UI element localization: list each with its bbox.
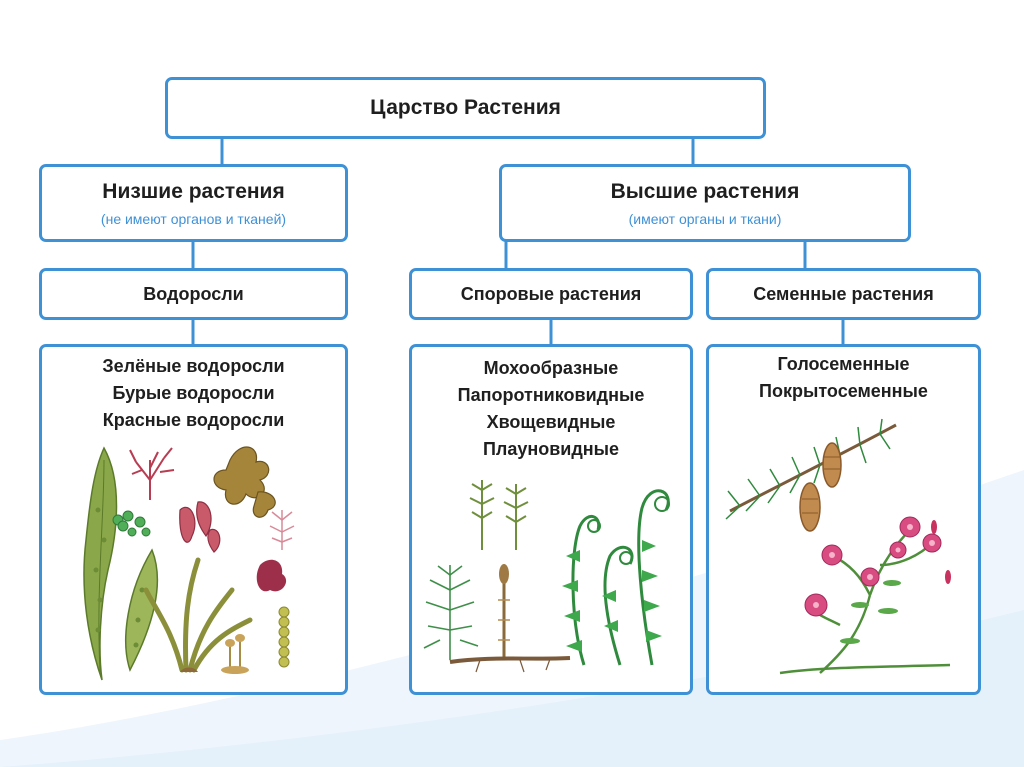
list-item: Хвощевидные: [486, 412, 616, 432]
spore-plants-label-box: Споровые растения: [409, 268, 693, 320]
seed-plants-label-box: Семенные растения: [706, 268, 981, 320]
seed-list: Голосеменные Покрытосеменные: [709, 351, 978, 405]
seed-plants-label: Семенные растения: [753, 283, 934, 304]
list-item: Папоротниковидные: [457, 385, 645, 405]
higher-plants-box: Высшие растения (имеют органы и ткани): [499, 164, 911, 242]
list-item: Бурые водоросли: [112, 383, 275, 403]
lower-plants-title: Низшие растения: [102, 180, 285, 204]
root-box: Царство Растения: [165, 77, 766, 139]
higher-plants-title: Высшие растения: [610, 180, 800, 204]
list-item: Мохообразные: [483, 358, 619, 378]
list-item: Плауновидные: [482, 439, 620, 459]
algae-label-box: Водоросли: [39, 268, 348, 320]
spore-list: Мохообразные Папоротниковидные Хвощевидн…: [412, 355, 690, 463]
spore-content-box: Мохообразные Папоротниковидные Хвощевидн…: [409, 344, 693, 695]
list-item: Покрытосеменные: [759, 381, 928, 401]
algae-label: Водоросли: [143, 283, 244, 304]
list-item: Зелёные водоросли: [102, 356, 285, 376]
lower-plants-subtitle: (не имеют органов и тканей): [100, 210, 287, 227]
seed-content-box: Голосеменные Покрытосеменные: [706, 344, 981, 695]
spore-plants-label: Споровые растения: [460, 283, 642, 304]
pine-branch-flower-illustration: [725, 418, 951, 675]
list-item: Красные водоросли: [102, 410, 285, 430]
lower-plants-box: Низшие растения (не имеют органов и ткан…: [39, 164, 348, 242]
root-title: Царство Растения: [370, 96, 561, 120]
list-item: Голосеменные: [777, 354, 910, 374]
algae-list: Зелёные водоросли Бурые водоросли Красны…: [42, 353, 345, 434]
higher-plants-subtitle: (имеют органы и ткани): [628, 210, 782, 227]
moss-fern-horsetail-illustration: [423, 480, 670, 673]
algae-illustration: [83, 446, 295, 681]
